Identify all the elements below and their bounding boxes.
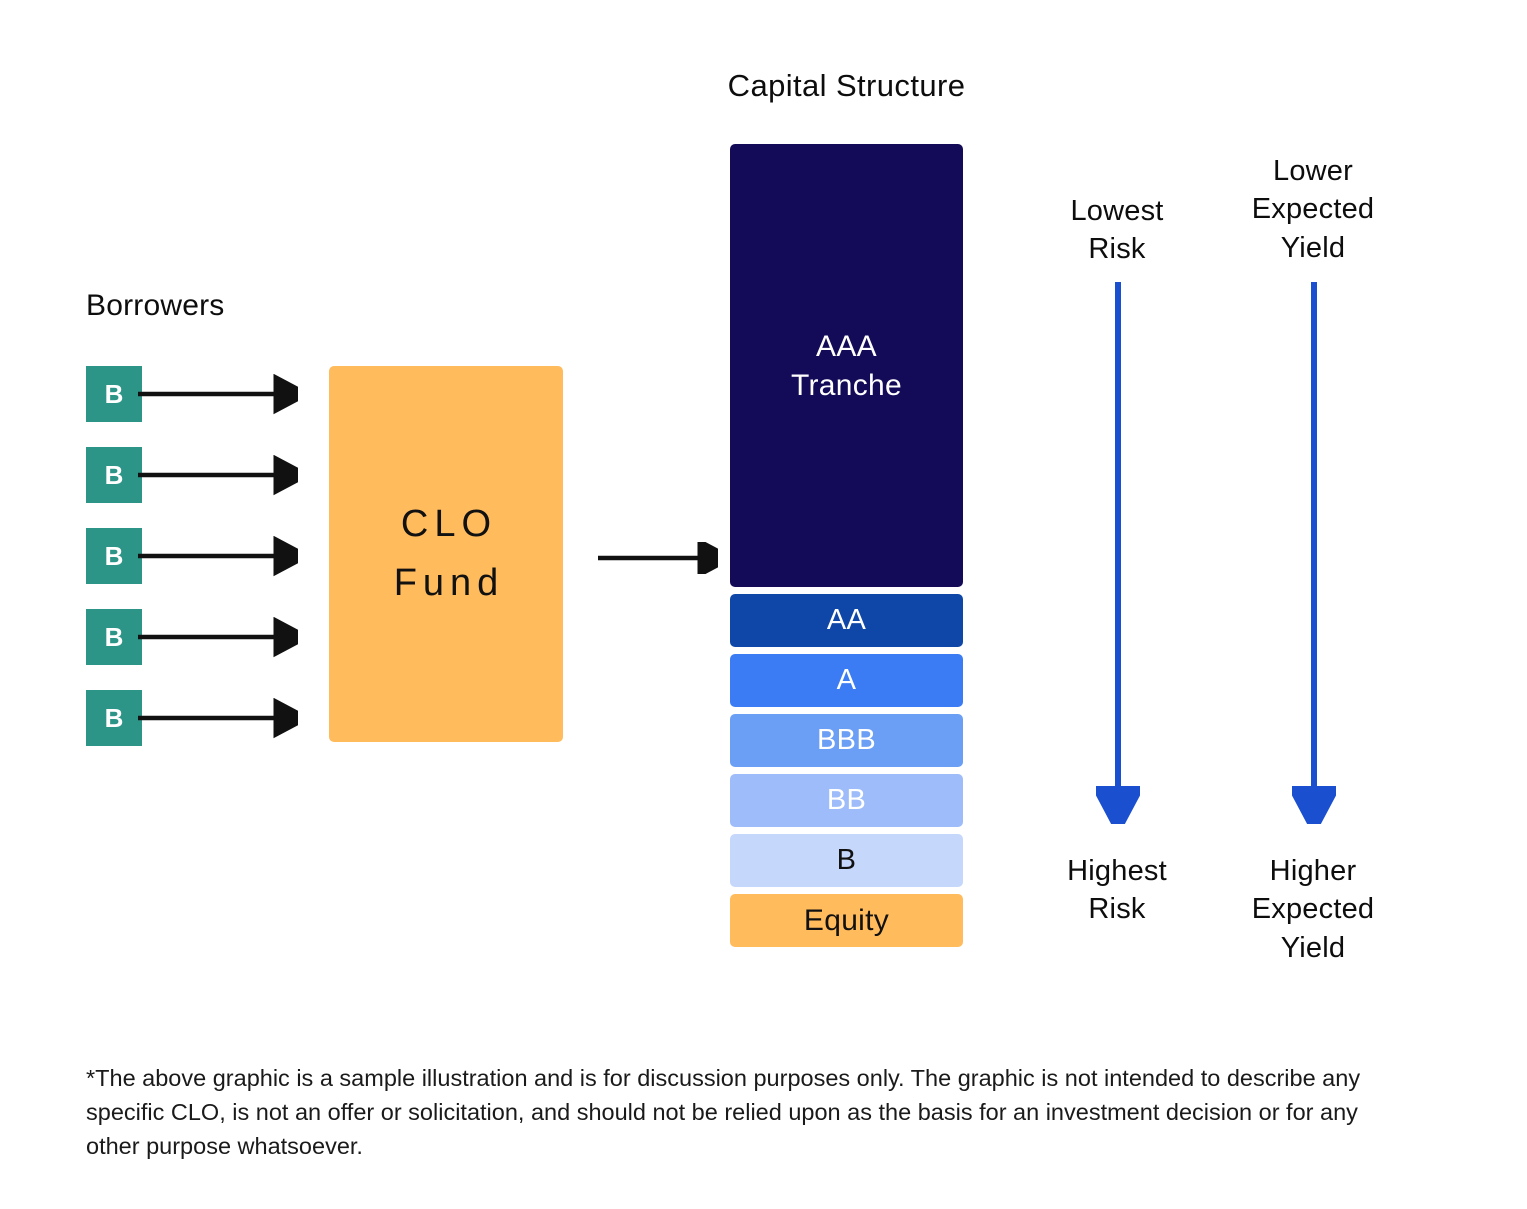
tranche-aa: AA: [730, 594, 963, 647]
borrower-node-3: B: [86, 528, 142, 584]
tranche-bbb-label: BBB: [817, 723, 876, 756]
yield-bottom-label: Higher Expected Yield: [1251, 855, 1375, 964]
tranche-bb: BB: [730, 774, 963, 827]
risk-bottom-label: Highest Risk: [1067, 855, 1167, 926]
yield-down-arrow-icon: [1292, 282, 1336, 824]
borrower-node-label: B: [104, 460, 124, 490]
borrower-node-label: B: [104, 622, 124, 652]
clo-fund-label-line1: CLO: [400, 503, 498, 546]
risk-indicator-top: Lowest Risk: [992, 192, 1242, 269]
borrower-node-label: B: [104, 703, 124, 733]
borrowers-label: Borrowers: [86, 289, 225, 322]
tranche-b: B: [730, 834, 963, 887]
tranche-a: A: [730, 654, 963, 707]
borrower-node-4: B: [86, 609, 142, 665]
tranche-equity: Equity: [730, 894, 963, 947]
borrower-node-2: B: [86, 447, 142, 503]
tranche-b-label: B: [836, 843, 857, 876]
capital-stack: AAA Tranche AA A BBB BB B Equity: [730, 144, 963, 954]
tranche-bbb: BBB: [730, 714, 963, 767]
tranche-aaa: AAA Tranche: [730, 144, 963, 587]
yield-indicator-bottom: Higher Expected Yield: [1188, 852, 1438, 967]
footnote-disclaimer: *The above graphic is a sample illustrat…: [86, 1065, 1361, 1159]
page-title-text: Capital Structure: [727, 68, 966, 103]
risk-down-arrow-icon: [1096, 282, 1140, 824]
risk-top-label: Lowest Risk: [1070, 195, 1164, 266]
borrower-node-label: B: [104, 541, 124, 571]
risk-indicator-bottom: Highest Risk: [992, 852, 1242, 929]
tranche-a-label: A: [836, 663, 857, 696]
page-title: Capital Structure: [0, 68, 1527, 104]
clo-fund-box: CLO Fund: [329, 366, 563, 742]
borrower-to-fund-arrows: [138, 373, 298, 739]
tranche-bb-label: BB: [826, 783, 867, 816]
yield-indicator-top: Lower Expected Yield: [1188, 152, 1438, 267]
borrower-node-1: B: [86, 366, 142, 422]
borrower-node-label: B: [104, 379, 124, 409]
tranche-aaa-label: AAA Tranche: [791, 327, 902, 405]
yield-top-label: Lower Expected Yield: [1251, 155, 1375, 264]
tranche-aa-label: AA: [826, 603, 867, 636]
tranche-aaa-label-line1: AAA: [816, 329, 877, 363]
clo-fund-label-line2: Fund: [393, 562, 505, 604]
tranche-equity-label: Equity: [803, 904, 890, 937]
fund-to-stack-arrow: [598, 542, 718, 574]
borrower-node-5: B: [86, 690, 142, 746]
tranche-aaa-label-line2: Tranche: [790, 368, 903, 402]
